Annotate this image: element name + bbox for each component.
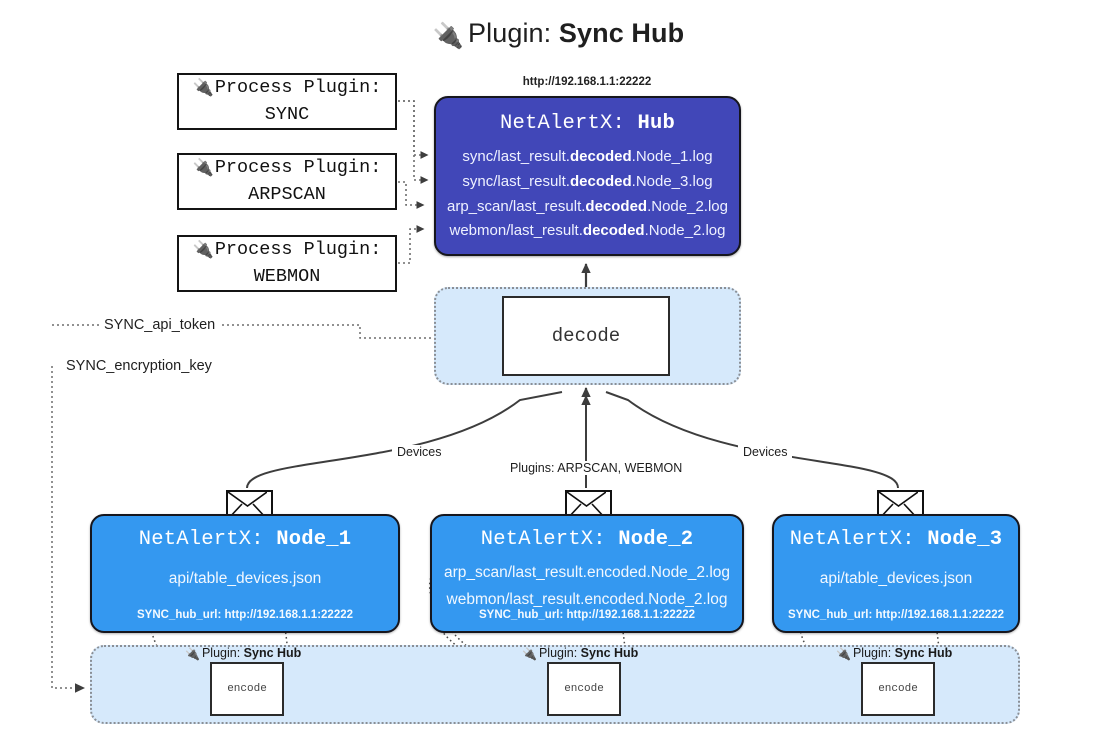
encode-box-1[interactable]: encode [210, 662, 284, 716]
encode-box-2[interactable]: encode [547, 662, 621, 716]
process-plugin-arpscan-line1: 🔌Process Plugin: [192, 156, 382, 178]
plug-icon: 🔌 [192, 239, 214, 259]
plug-icon: 🔌 [192, 77, 214, 97]
hub-log-line: webmon/last_result.decoded.Node_2.log [449, 222, 726, 240]
hub-log-line: sync/last_result.decoded.Node_3.log [462, 172, 713, 190]
node-line-list: api/table_devices.json [774, 565, 1018, 592]
edge-label-devices-left: Devices [392, 445, 447, 459]
edge-arpscan-to-hub [398, 181, 425, 209]
edge-webmon-to-hub [398, 225, 425, 264]
sync-encryption-key-label: SYNC_encryption_key [62, 358, 216, 374]
process-plugin-sync-line1: 🔌Process Plugin: [192, 76, 382, 98]
edge-sync-to-hub [398, 100, 429, 159]
edge-label-plugins: Plugins: ARPSCAN, WEBMON [505, 461, 688, 475]
encode-box-3[interactable]: encode [861, 662, 935, 716]
node-line: arp_scan/last_result.encoded.Node_2.log [443, 564, 731, 581]
process-plugin-sync-line2: SYNC [264, 103, 310, 125]
plug-icon: 🔌 [836, 647, 851, 661]
process-plugin-webmon-line1: 🔌Process Plugin: [192, 238, 382, 260]
hub-box[interactable]: NetAlertX: Hub sync/last_result.decoded.… [434, 96, 741, 256]
edge-encryption-key-to-band [51, 366, 85, 693]
encode-plugin-label-1: 🔌Plugin: Sync Hub [185, 646, 302, 661]
node-box-node-3[interactable]: NetAlertX: Node_3 api/table_devices.json… [772, 514, 1020, 633]
node-line-list: arp_scan/last_result.encoded.Node_2.log … [432, 559, 742, 613]
plug-icon: 🔌 [185, 647, 200, 661]
node-box-node-1[interactable]: NetAlertX: Node_1 api/table_devices.json… [90, 514, 400, 633]
title-name: Sync Hub [558, 18, 685, 48]
node-hub-url: SYNC_hub_url: http://192.168.1.1:22222 [478, 609, 696, 621]
edge-sync-to-hub-2 [398, 100, 429, 184]
plug-icon: 🔌 [432, 22, 465, 50]
node-title: NetAlertX: Node_2 [480, 528, 694, 551]
hub-log-line: sync/last_result.decoded.Node_1.log [462, 148, 713, 165]
process-plugin-webmon-line2: WEBMON [253, 265, 321, 287]
node-line: api/table_devices.json [168, 570, 322, 587]
title-prefix: Plugin: [468, 18, 552, 48]
process-plugin-sync[interactable]: 🔌Process Plugin: SYNC [177, 73, 397, 130]
plug-icon: 🔌 [192, 157, 214, 177]
hub-title: NetAlertX: Hub [499, 112, 676, 135]
process-plugin-arpscan[interactable]: 🔌Process Plugin: ARPSCAN [177, 153, 397, 210]
node-line: api/table_devices.json [819, 570, 973, 587]
encode-plugin-label-3: 🔌Plugin: Sync Hub [836, 646, 953, 661]
node-hub-url: SYNC_hub_url: http://192.168.1.1:22222 [136, 609, 354, 621]
node-line: webmon/last_result.encoded.Node_2.log [446, 591, 728, 609]
process-plugin-webmon[interactable]: 🔌Process Plugin: WEBMON [177, 235, 397, 292]
plug-icon: 🔌 [522, 647, 537, 661]
node-title: NetAlertX: Node_1 [138, 528, 352, 551]
node-line-list: api/table_devices.json [92, 565, 398, 592]
hub-log-line: arp_scan/last_result.decoded.Node_2.log [447, 197, 728, 215]
node-box-node-2[interactable]: NetAlertX: Node_2 arp_scan/last_result.e… [430, 514, 744, 633]
hub-url-label: http://192.168.1.1:22222 [522, 76, 652, 88]
edge-label-devices-right: Devices [738, 445, 793, 459]
process-plugin-arpscan-line2: ARPSCAN [248, 183, 326, 205]
hub-log-list: sync/last_result.decoded.Node_1.log sync… [436, 145, 739, 244]
page-title: 🔌Plugin: Sync Hub [0, 18, 1117, 50]
node-hub-url: SYNC_hub_url: http://192.168.1.1:22222 [787, 609, 1005, 621]
node-title: NetAlertX: Node_3 [789, 528, 1003, 551]
encode-plugin-label-2: 🔌Plugin: Sync Hub [522, 646, 639, 661]
decode-box[interactable]: decode [502, 296, 670, 376]
sync-api-token-label: SYNC_api_token [100, 317, 220, 333]
